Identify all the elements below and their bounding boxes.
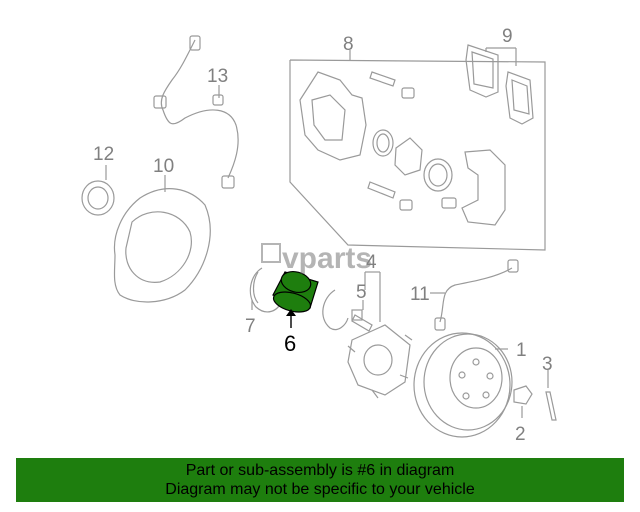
callout-3: 3 — [542, 354, 553, 375]
dust-boot — [423, 158, 453, 192]
callout-9: 9 — [502, 26, 513, 47]
callout-8: 8 — [343, 34, 354, 55]
caliper-bolt-upper — [369, 71, 415, 99]
watermark-text: vparts — [282, 242, 372, 275]
pad-leader — [485, 47, 517, 66]
leader-4 — [364, 271, 381, 322]
callout-10: 10 — [153, 156, 174, 177]
brake-rotor — [413, 332, 513, 438]
caliper-assembly-box — [289, 50, 546, 251]
callout-4: 4 — [366, 252, 377, 273]
banner-line-2: Diagram may not be specific to your vehi… — [165, 481, 475, 498]
banner-line-1: Part or sub-assembly is #6 in diagram — [185, 462, 455, 479]
callout-11: 11 — [410, 284, 430, 305]
lug-nut — [513, 385, 533, 418]
callout-5: 5 — [356, 282, 367, 303]
wheel-bearing-highlighted — [272, 270, 319, 328]
watermark-logo: vparts — [261, 242, 372, 275]
tone-ring — [81, 165, 115, 216]
abs-sensor-harness — [153, 35, 239, 189]
slide-pin-bottom — [441, 197, 457, 209]
parts-diagram: vparts 1 2 3 4 5 6 7 8 9 10 11 12 13 — [81, 26, 557, 445]
brake-hose — [430, 259, 519, 331]
callout-7: 7 — [245, 316, 256, 337]
wheel-hub — [347, 324, 413, 399]
caliper-bracket — [461, 149, 506, 226]
snap-ring — [249, 267, 283, 313]
brake-pad-outer — [465, 44, 499, 98]
piston-seal — [372, 129, 394, 157]
brake-pad-inner — [505, 71, 534, 125]
retaining-ring — [322, 289, 349, 331]
cotter-pin — [545, 370, 557, 421]
piston — [394, 137, 423, 176]
callout-13: 13 — [207, 66, 228, 87]
caliper-bolt-lower — [367, 181, 413, 211]
caliper-body — [299, 71, 367, 161]
hub-bolt — [351, 300, 373, 332]
info-banner: Part or sub-assembly is #6 in diagram Di… — [16, 458, 624, 502]
callout-1: 1 — [516, 340, 527, 361]
callout-6: 6 — [284, 331, 296, 356]
callout-2: 2 — [515, 424, 526, 445]
callout-12: 12 — [93, 144, 114, 165]
dust-shield — [113, 175, 211, 303]
